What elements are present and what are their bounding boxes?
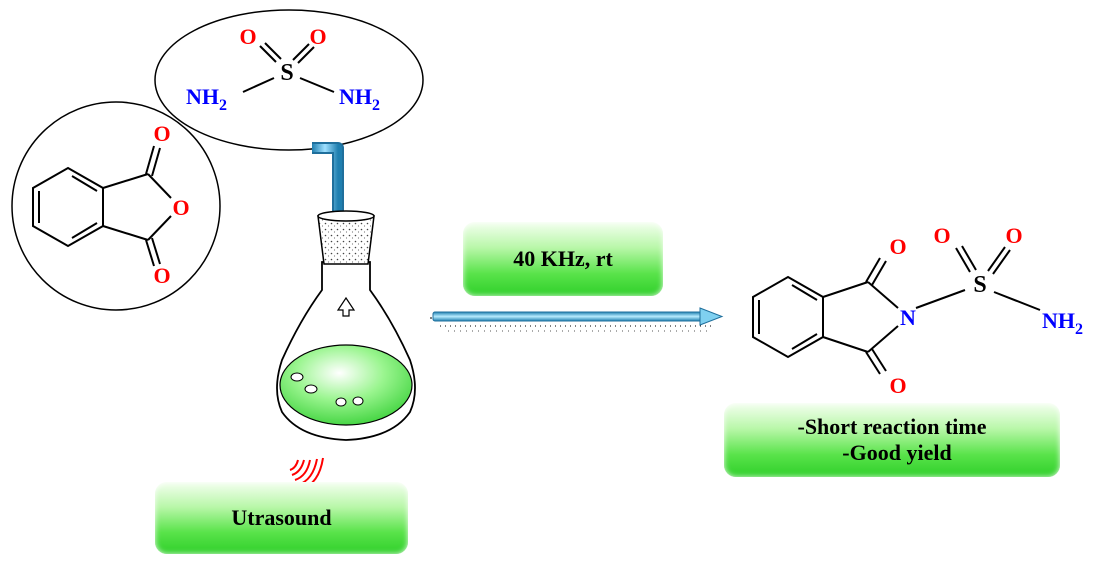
product-oxygen-bottom: O (889, 373, 906, 398)
sulfamide-oxygen-right: O (309, 24, 326, 49)
flask-stopper (317, 215, 375, 265)
phthalic-anhydride-reactant: O O O (11, 101, 221, 311)
sulfamide-nh2-right: NH2 (339, 84, 380, 114)
product-sulfonyl-oxygen-right: O (1005, 223, 1022, 248)
feature-good-yield: -Good yield (842, 440, 952, 465)
erlenmeyer-flask-icon (276, 210, 416, 441)
anhydride-oxygen-ring: O (172, 195, 189, 220)
flask-symbol-icon (336, 296, 356, 317)
feature-short-time: -Short reaction time (797, 414, 987, 439)
product-nitrogen: N (900, 305, 916, 330)
reaction-arrow-icon (430, 307, 724, 332)
delivery-tube (312, 144, 342, 214)
features-box: -Short reaction time -Good yield (724, 403, 1060, 477)
sulfamide-sulfur: S (280, 60, 293, 86)
ultrasound-box: Utrasound (155, 482, 408, 554)
product-molecule: O O N S O O NH2 (752, 223, 1083, 398)
ultrasound-label: Utrasound (231, 505, 332, 530)
conditions-label: 40 KHz, rt (513, 246, 613, 271)
product-sulfonyl-oxygen-left: O (933, 223, 950, 248)
anhydride-bubble (11, 101, 221, 311)
anhydride-oxygen-top: O (153, 121, 170, 146)
sulfamide-oxygen-left: O (239, 24, 256, 49)
sulfamide-nh2-left: NH2 (186, 84, 227, 114)
sulfamide-bubble (154, 9, 424, 151)
conditions-box: 40 KHz, rt (463, 222, 663, 296)
sulfamide-reactant: O O S NH2 NH2 (154, 9, 424, 151)
product-oxygen-top: O (889, 234, 906, 259)
product-nh2: NH2 (1042, 308, 1083, 338)
anhydride-oxygen-bottom: O (153, 263, 170, 288)
flask-liquid (279, 344, 413, 426)
product-sulfur: S (973, 272, 986, 298)
